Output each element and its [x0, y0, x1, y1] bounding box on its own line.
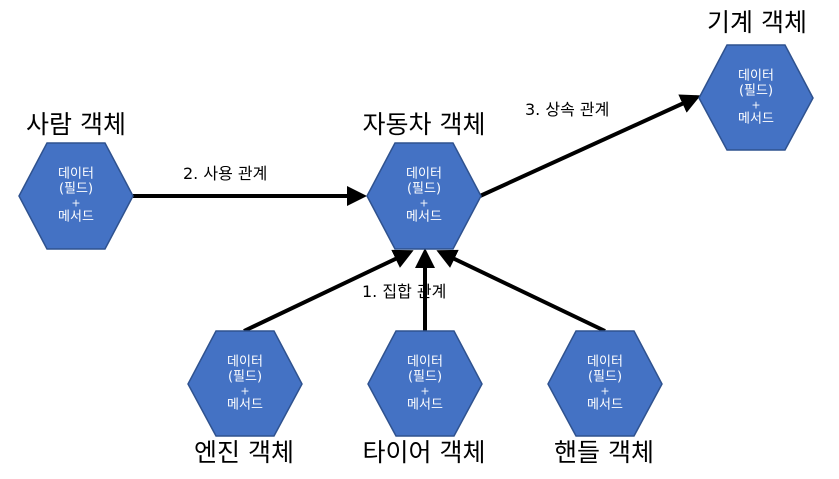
field-label: (필드)	[587, 369, 623, 385]
field-label: (필드)	[407, 369, 443, 385]
plus-label: +	[751, 98, 761, 112]
method-label: 메서드	[587, 396, 623, 412]
usage-relation-label: 2. 사용 관계	[183, 164, 268, 183]
person-object-title: 사람 객체	[26, 110, 126, 139]
field-label: (필드)	[58, 181, 94, 197]
tire-node-content: 데이터 (필드) + 메서드	[375, 354, 475, 412]
data-label: 데이터	[587, 354, 623, 370]
data-label: 데이터	[58, 166, 94, 182]
car-object-title: 자동차 객체	[362, 110, 486, 139]
method-label: 메서드	[227, 396, 263, 412]
person-hexagon	[18, 142, 134, 250]
handle-hexagon	[547, 330, 663, 437]
handle-node-content: 데이터 (필드) + 메서드	[555, 354, 655, 412]
car-hexagon	[366, 142, 482, 250]
engine-hexagon	[187, 330, 303, 437]
machine-node-content: 데이터 (필드) + 메서드	[706, 68, 806, 126]
plus-label: +	[71, 196, 81, 210]
engine-aggregation-arrow	[243, 249, 414, 333]
inheritance-arrow	[479, 94, 701, 198]
engine-object-title: 엔진 객체	[194, 438, 294, 467]
person-node-content: 데이터 (필드) + 메서드	[26, 166, 126, 224]
plus-label: +	[600, 384, 610, 398]
tire-object-title: 타이어 객체	[362, 438, 486, 467]
aggregation-relation-label: 1. 집합 관계	[362, 282, 447, 301]
plus-label: +	[240, 384, 250, 398]
data-label: 데이터	[738, 68, 774, 84]
tire-hexagon	[367, 330, 483, 437]
engine-node-content: 데이터 (필드) + 메서드	[195, 354, 295, 412]
handle-object-title: 핸들 객체	[554, 438, 654, 467]
plus-label: +	[419, 196, 429, 210]
data-label: 데이터	[407, 354, 443, 370]
data-label: 데이터	[227, 354, 263, 370]
handle-aggregation-arrow	[436, 249, 606, 333]
field-label: (필드)	[406, 181, 442, 197]
field-label: (필드)	[227, 369, 263, 385]
plus-label: +	[420, 384, 430, 398]
machine-hexagon	[698, 44, 814, 151]
field-label: (필드)	[738, 83, 774, 99]
data-label: 데이터	[406, 166, 442, 182]
machine-object-title: 기계 객체	[707, 8, 807, 37]
method-label: 메서드	[58, 208, 94, 224]
method-label: 메서드	[406, 208, 442, 224]
method-label: 메서드	[738, 110, 774, 126]
inheritance-relation-label: 3. 상속 관계	[525, 100, 610, 119]
car-node-content: 데이터 (필드) + 메서드	[374, 166, 474, 224]
method-label: 메서드	[407, 396, 443, 412]
